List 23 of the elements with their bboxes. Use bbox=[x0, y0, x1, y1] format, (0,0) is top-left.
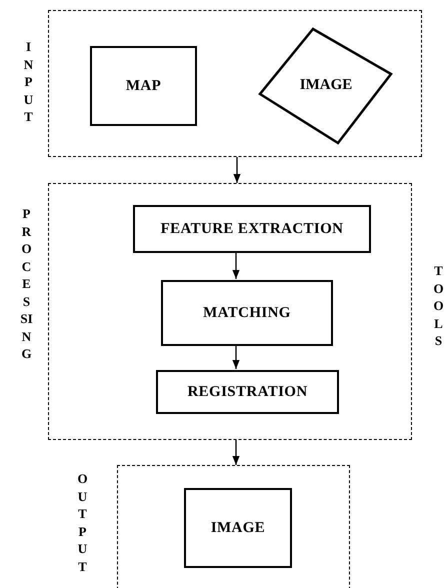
arrow bbox=[232, 440, 240, 465]
dashed-group-frame bbox=[48, 10, 422, 157]
process-box bbox=[90, 46, 197, 126]
process-box bbox=[156, 370, 339, 414]
process-box bbox=[133, 205, 371, 253]
arrow bbox=[233, 157, 241, 183]
group-heading: PROCESSING bbox=[20, 205, 33, 363]
dashed-group-frame bbox=[48, 183, 412, 440]
tilted-image-box bbox=[257, 26, 395, 146]
side-label: TOOLS bbox=[432, 262, 445, 350]
box-label: FEATURE EXTRACTION bbox=[160, 220, 344, 239]
dashed-group-frame bbox=[117, 465, 350, 588]
box-label: IMAGE bbox=[298, 76, 354, 95]
box-label: IMAGE bbox=[210, 518, 266, 538]
group-heading: INPUT bbox=[22, 38, 34, 126]
box-label: MATCHING bbox=[203, 304, 291, 323]
box-label: REGISTRATION bbox=[187, 382, 308, 402]
process-box bbox=[184, 488, 292, 568]
arrow bbox=[232, 252, 240, 279]
box-label: MAP bbox=[126, 76, 162, 96]
arrow bbox=[232, 345, 240, 369]
process-box bbox=[161, 280, 333, 346]
group-heading: OUTPUT bbox=[76, 470, 89, 576]
